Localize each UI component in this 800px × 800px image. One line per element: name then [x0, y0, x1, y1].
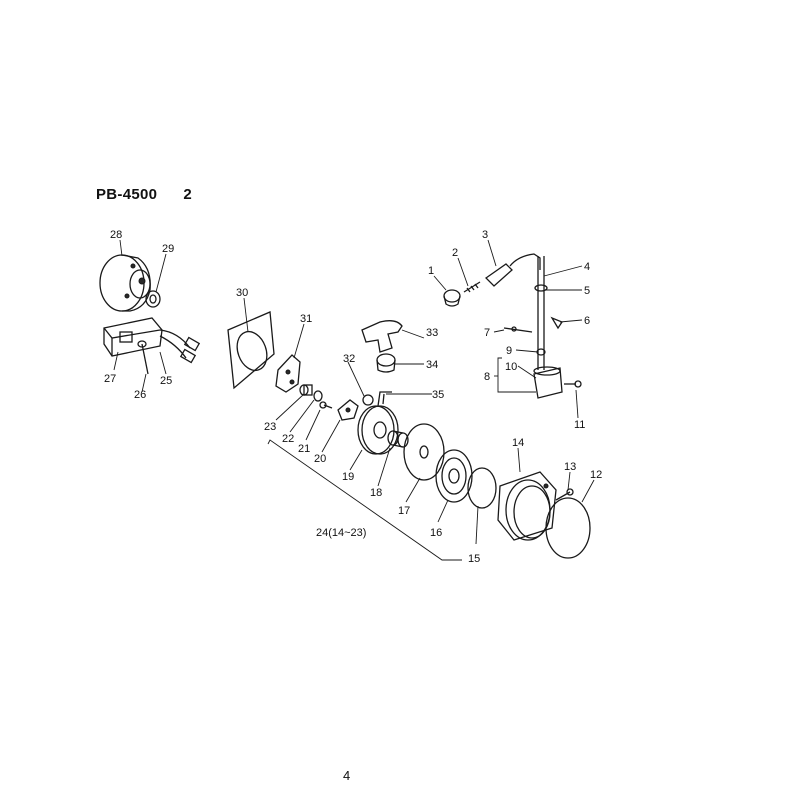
part-1-cap	[443, 289, 461, 307]
callout-16: 16	[430, 527, 442, 539]
part-5-clamp	[534, 284, 548, 292]
callout-7: 7	[484, 327, 490, 339]
part-23-spacer	[299, 384, 313, 396]
callout-15: 15	[468, 553, 480, 565]
part-22-washer	[313, 390, 323, 402]
part-7-wire	[503, 326, 533, 333]
page-number: 4	[343, 768, 351, 783]
part-27-ignition-module	[103, 317, 163, 357]
callout-8: 8	[484, 371, 490, 383]
callout-9: 9	[506, 345, 512, 357]
callout-33: 33	[426, 327, 438, 339]
part-15-disc	[467, 467, 497, 509]
callout-13: 13	[564, 461, 576, 473]
part-2-spring	[463, 281, 481, 293]
part-25-wire-plug	[159, 329, 201, 364]
callout-34: 34	[426, 359, 438, 371]
callout-21: 21	[298, 443, 310, 455]
callout-14: 14	[512, 437, 524, 449]
part-13-bolt	[555, 488, 574, 501]
callout-26: 26	[134, 389, 146, 401]
callout-4: 4	[584, 261, 590, 273]
part-20-pawl	[337, 399, 359, 421]
part-11-screw	[564, 380, 582, 388]
callout-35: 35	[432, 389, 444, 401]
callout-25: 25	[160, 375, 172, 387]
callout-3: 3	[482, 229, 488, 241]
callout-18: 18	[370, 487, 382, 499]
callout-labels: 28 29 30 31 32 33 34 35 27 26 25 23 22 2…	[104, 229, 602, 565]
part-28-flywheel	[99, 254, 151, 312]
sheet-number: 2	[183, 186, 192, 203]
callout-2: 2	[452, 247, 458, 259]
part-32-nut	[362, 394, 374, 406]
callout-11: 11	[574, 419, 585, 431]
part-31-bracket	[275, 354, 301, 393]
part-6-clip	[550, 316, 563, 330]
leader-lines	[113, 239, 595, 561]
part-12-cover	[545, 497, 591, 559]
part-4-tube	[537, 256, 545, 370]
callout-5: 5	[584, 285, 590, 297]
part-19-starter-pulley	[357, 405, 399, 455]
callout-10: 10	[505, 361, 517, 373]
callout-28: 28	[110, 229, 122, 241]
part-3-nozzle	[484, 253, 541, 287]
callout-27: 27	[104, 373, 116, 385]
part-30-gasket	[227, 311, 275, 390]
callout-30: 30	[236, 287, 248, 299]
callout-12: 12	[590, 469, 602, 481]
part-35-rope	[377, 391, 392, 407]
diagram-title: PB-4500 2	[96, 186, 192, 203]
part-17-plate	[403, 423, 445, 481]
part-33-starter-handle	[361, 320, 403, 353]
callout-24: 24(14~23)	[316, 527, 366, 539]
part-10-pump-body	[533, 366, 563, 399]
callout-17: 17	[398, 505, 410, 517]
part-16-recoil-spring	[435, 449, 473, 503]
callout-32: 32	[343, 353, 355, 365]
part-26-bolt	[137, 340, 149, 375]
part-21-pin	[319, 401, 333, 409]
part-18-bushing	[387, 430, 409, 448]
part-34-rope-guide	[376, 353, 396, 373]
part-29-washer	[145, 290, 161, 308]
callout-23: 23	[264, 421, 276, 433]
callout-1: 1	[428, 265, 434, 277]
callout-22: 22	[282, 433, 294, 445]
part-14-starter-housing	[497, 471, 557, 541]
callout-6: 6	[584, 315, 590, 327]
callout-29: 29	[162, 243, 174, 255]
callout-20: 20	[314, 453, 326, 465]
callout-31: 31	[300, 313, 312, 325]
callout-19: 19	[342, 471, 354, 483]
model-number: PB-4500	[96, 186, 158, 203]
